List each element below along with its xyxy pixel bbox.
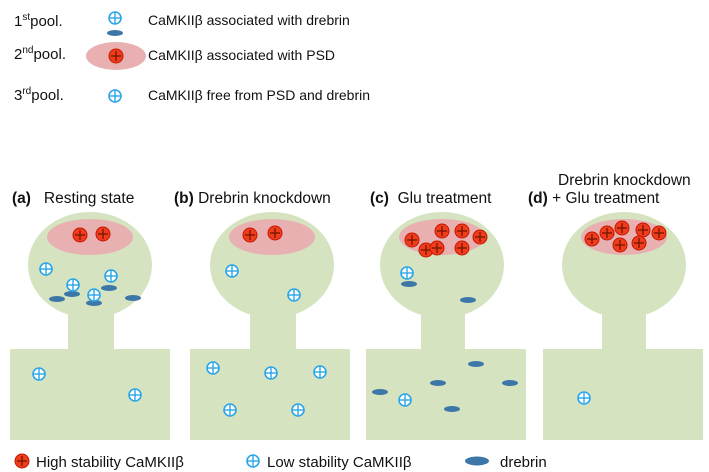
- low-stability-camkii-icon: [577, 391, 591, 405]
- low-stability-camkii-icon: [206, 361, 220, 375]
- drebrin-icon: [401, 281, 417, 287]
- high-stability-camkii-icon: [95, 226, 111, 242]
- high-stability-camkii-icon: [404, 232, 420, 248]
- spine-panel-c: [366, 212, 526, 440]
- low-stability-camkii-icon: [398, 393, 412, 407]
- pool-2-label: 2ndpool.: [14, 45, 66, 63]
- high-stability-camkii-icon: [429, 240, 445, 256]
- high-stability-camkii-icon: [267, 225, 283, 241]
- low-stability-camkii-icon: [128, 388, 142, 402]
- high-stability-camkii-icon: [434, 223, 450, 239]
- low-stability-camkii-icon: [32, 367, 46, 381]
- low-stability-camkii-icon: [39, 262, 53, 276]
- legend-low-label: Low stability CaMKIIβ: [267, 454, 412, 471]
- drebrin-icon: [372, 389, 388, 395]
- bottom-legend: [14, 453, 489, 469]
- high-stability-camkii-icon: [584, 231, 600, 247]
- panel-c-title: (c) Glu treatment: [370, 190, 492, 207]
- low-stability-camkii-icon: [264, 366, 278, 380]
- pool-1-drebrin-icon: [107, 30, 123, 36]
- high-stability-camkii-icon: [454, 240, 470, 256]
- legend-low-stability-icon: [246, 454, 260, 468]
- dendrite-shaft: [10, 349, 170, 440]
- pool-2-description: CaMKIIβ associated with PSD: [148, 47, 336, 63]
- low-stability-camkii-icon: [225, 264, 239, 278]
- high-stability-camkii-icon: [612, 237, 628, 253]
- high-stability-camkii-icon: [614, 220, 630, 236]
- panel-b-title: (b) Drebrin knockdown: [174, 190, 331, 207]
- pool-key: [86, 11, 146, 103]
- low-stability-camkii-icon: [66, 278, 80, 292]
- low-stability-camkii-icon: [287, 288, 301, 302]
- drebrin-icon: [64, 291, 80, 297]
- pool-3-camkii-icon: [108, 89, 122, 103]
- drebrin-icon: [468, 361, 484, 367]
- drebrin-icon: [460, 297, 476, 303]
- high-stability-camkii-icon: [599, 225, 615, 241]
- drebrin-icon: [444, 406, 460, 412]
- drebrin-icon: [86, 300, 102, 306]
- spine-panel-d: [543, 212, 703, 440]
- legend-high-stability-icon: [14, 453, 30, 469]
- high-stability-camkii-icon: [242, 227, 258, 243]
- panel-a-title: (a) Resting state: [12, 190, 135, 207]
- low-stability-camkii-icon: [104, 269, 118, 283]
- legend-drebrin-icon: [465, 456, 489, 466]
- low-stability-camkii-icon: [87, 288, 101, 302]
- psd: [47, 219, 133, 255]
- drebrin-icon: [125, 295, 141, 301]
- low-stability-camkii-icon: [291, 403, 305, 417]
- panel-d-title-line2: (d) + Glu treatment: [528, 190, 660, 207]
- high-stability-camkii-icon: [472, 229, 488, 245]
- spine-panel-b: [190, 212, 350, 440]
- low-stability-camkii-icon: [313, 365, 327, 379]
- pool-3-description: CaMKIIβ free from PSD and drebrin: [148, 87, 371, 103]
- drebrin-icon: [49, 296, 65, 302]
- dendrite-shaft: [366, 349, 526, 440]
- high-stability-camkii-icon: [72, 227, 88, 243]
- high-stability-camkii-icon: [454, 223, 470, 239]
- low-stability-camkii-icon: [400, 266, 414, 280]
- legend-high-label: High stability CaMKIIβ: [36, 454, 184, 471]
- pool-1-camkii-icon: [108, 11, 122, 25]
- dendrite-shaft: [543, 349, 703, 440]
- drebrin-icon: [430, 380, 446, 386]
- pool-1-label: 1stpool.: [14, 12, 63, 30]
- drebrin-icon: [101, 285, 117, 291]
- high-stability-camkii-icon: [651, 225, 667, 241]
- legend-drebrin-label: drebrin: [500, 454, 547, 471]
- pool-1-description: CaMKIIβ associated with drebrin: [148, 12, 350, 28]
- high-stability-camkii-icon: [418, 242, 434, 258]
- pool-2-camkii-icon: [108, 48, 124, 64]
- low-stability-camkii-icon: [223, 403, 237, 417]
- panel-d-title-line1: Drebrin knockdown: [558, 172, 691, 189]
- drebrin-icon: [502, 380, 518, 386]
- pool-3-label: 3rdpool.: [14, 86, 64, 104]
- high-stability-camkii-icon: [635, 222, 651, 238]
- spine-panel-a: [10, 212, 170, 440]
- high-stability-camkii-icon: [631, 235, 647, 251]
